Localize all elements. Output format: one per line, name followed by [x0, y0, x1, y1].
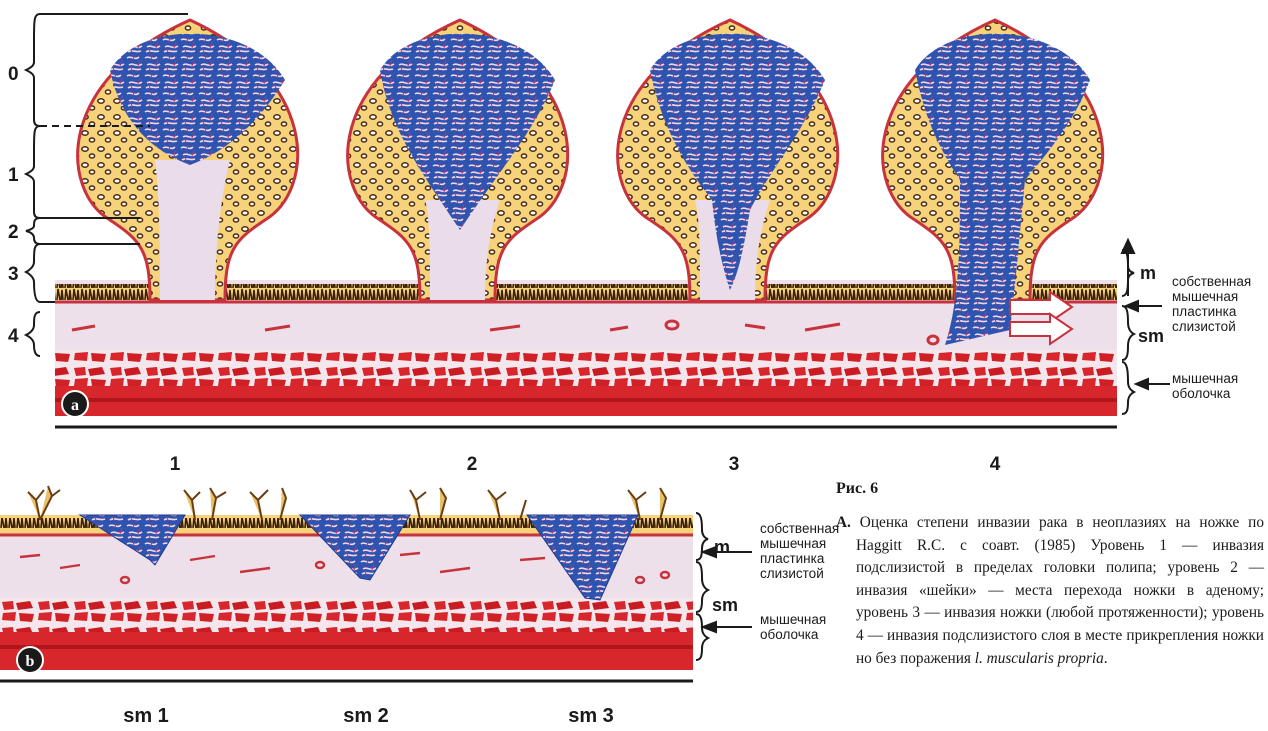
panel-b-badge-label: b — [26, 653, 35, 670]
svg-text:собственная: собственная — [760, 521, 839, 536]
level-label-1: 1 — [8, 165, 19, 186]
caption-marker: А. — [836, 514, 851, 531]
polyp-number-1: 1 — [170, 454, 181, 475]
figure-title: Рис. 6 — [836, 480, 1264, 498]
level-label-2: 2 — [8, 222, 19, 243]
svg-text:пластинка: пластинка — [760, 551, 825, 566]
polyp-number-2: 2 — [467, 454, 478, 475]
level-label-0: 0 — [8, 64, 19, 85]
polyp-number-3: 3 — [729, 454, 740, 475]
svg-text:собственная: собственная — [1172, 274, 1251, 289]
muscular-coat-label-a: мышечная оболочка — [1172, 371, 1238, 401]
level-label-3: 3 — [8, 264, 19, 285]
layer-label-sm-a: sm — [1138, 326, 1164, 346]
figure-caption: Рис. 6 А. Оценка степени инвазии рака в … — [836, 480, 1264, 670]
svg-text:оболочка: оболочка — [760, 627, 819, 642]
caption-end: . — [1104, 650, 1108, 667]
layer-label-m-b: m — [714, 537, 730, 557]
stage-label-sm2: sm 2 — [343, 705, 389, 727]
svg-text:пластинка: пластинка — [1172, 304, 1237, 319]
figure-description: А. Оценка степени инвазии рака в неоплаз… — [836, 512, 1264, 670]
svg-text:слизистой: слизистой — [760, 566, 824, 581]
stage-label-sm1: sm 1 — [123, 705, 169, 727]
layer-label-sm-b: sm — [712, 595, 738, 615]
caption-italic-term: l. muscularis propria — [975, 650, 1104, 667]
svg-text:мышечная: мышечная — [760, 612, 826, 627]
level-label-4: 4 — [8, 326, 19, 347]
panel-a: 0 1 2 3 4 m sm собственная мышечная плас… — [8, 14, 1251, 475]
svg-text:оболочка: оболочка — [1172, 386, 1231, 401]
panel-b: m sm собственная мышечная пластинка слиз… — [0, 486, 839, 727]
muscular-coat-band-b — [0, 632, 693, 670]
muscular-coat-label-b: мышечная оболочка — [760, 612, 826, 642]
polyp-3 — [618, 20, 838, 300]
mucosa-muscle-label-a: собственная мышечная пластинка слизистой — [1172, 274, 1251, 334]
svg-text:слизистой: слизистой — [1172, 319, 1236, 334]
muscular-coat-blocks-b — [0, 598, 693, 634]
polyp-number-4: 4 — [990, 454, 1001, 475]
panel-a-badge-label: a — [71, 397, 79, 414]
svg-text:мышечная: мышечная — [1172, 371, 1238, 386]
polyp-2 — [348, 20, 568, 300]
layer-brackets-b — [696, 513, 752, 660]
stage-label-sm3: sm 3 — [568, 705, 614, 727]
svg-text:мышечная: мышечная — [1172, 289, 1238, 304]
mucosa-muscle-label-b: собственная мышечная пластинка слизистой — [760, 521, 839, 581]
polyp-1 — [78, 20, 298, 300]
svg-text:мышечная: мышечная — [760, 536, 826, 551]
layer-label-m-a: m — [1140, 263, 1156, 283]
muscular-coat-blocks-a — [55, 350, 1117, 390]
caption-body: Оценка степени инвазии рака в неоплазиях… — [856, 514, 1264, 667]
